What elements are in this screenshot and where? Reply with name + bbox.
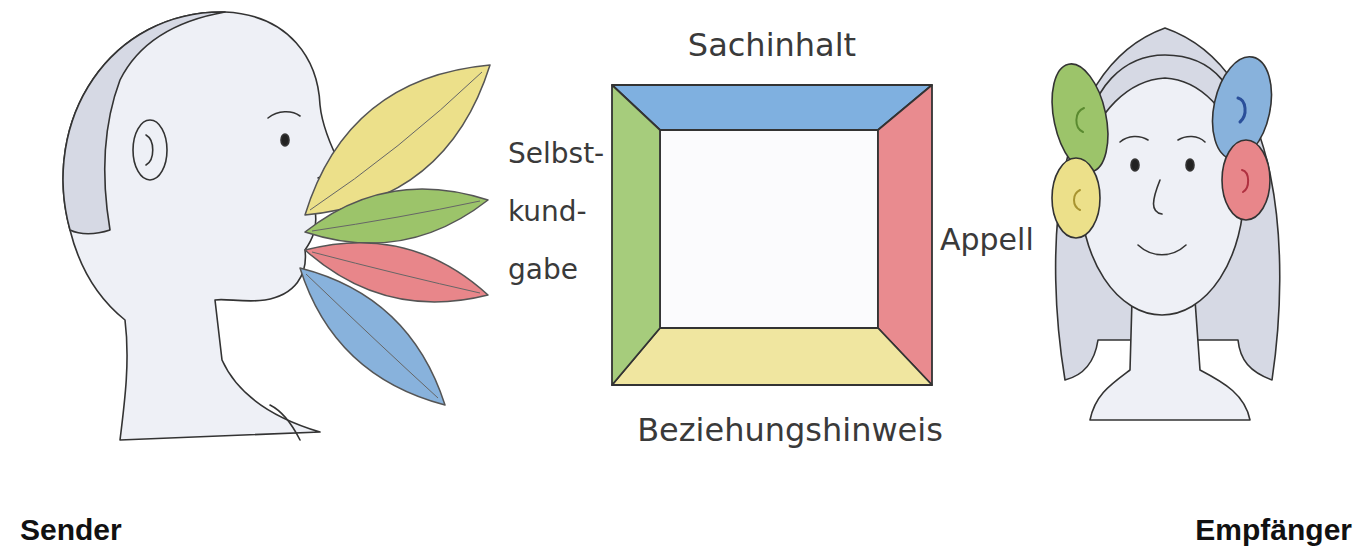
side-label: Beziehungshinweis [637,411,943,449]
sender-figure [63,12,342,440]
role-label: Sender [20,512,122,548]
side-label: Appell [940,222,1034,258]
message-leaves [300,65,490,405]
message-frame [612,85,932,385]
role-label: Empfänger [1195,512,1352,548]
receiver-figure [1043,28,1280,420]
side-label: Sachinhalt [688,26,856,64]
side-label: Selbst- kund- gabe [508,125,604,299]
